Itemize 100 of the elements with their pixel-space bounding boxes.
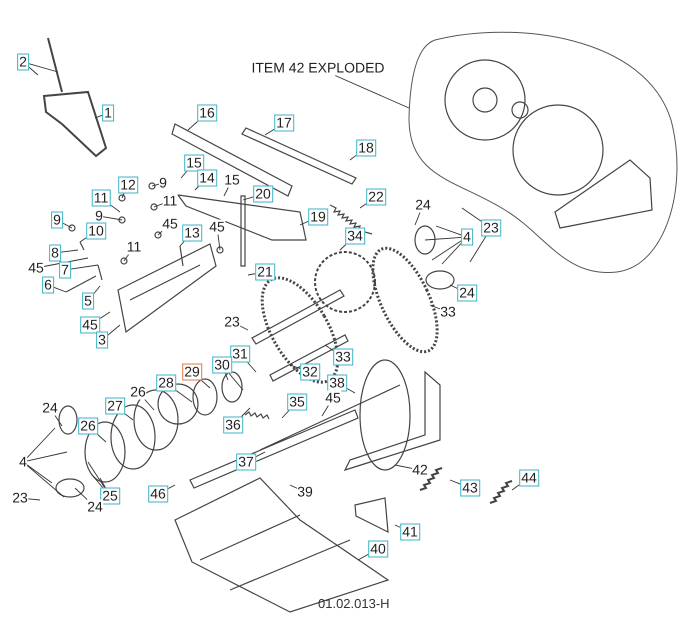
callout-number: 11 — [126, 240, 142, 254]
leader-line — [394, 524, 401, 528]
callout-number: 32 — [300, 364, 320, 380]
callout-number: 17 — [274, 114, 294, 132]
leader-line — [167, 484, 176, 490]
callout-number: 34 — [345, 228, 365, 244]
leader-line — [430, 304, 441, 310]
callout-number: 46 — [148, 486, 168, 502]
leader-line — [93, 286, 100, 294]
callout-number: 4 — [19, 454, 27, 470]
callout-number: 15 — [224, 172, 240, 188]
leader-line — [26, 452, 68, 462]
callout-number: 25 — [100, 488, 120, 504]
leader-line — [27, 498, 40, 500]
leader-line — [282, 410, 290, 418]
callout-number: 3 — [96, 332, 108, 348]
callout-number: 23 — [224, 314, 240, 330]
callout-number: 9 — [95, 208, 103, 224]
callout-number: 36 — [223, 416, 243, 434]
leader-line — [54, 415, 62, 426]
leader-line — [154, 203, 164, 208]
leader-line — [224, 373, 228, 380]
leader-line — [358, 554, 369, 560]
callout-number: 45 — [80, 316, 100, 334]
callout-number: 24 — [457, 284, 477, 302]
leader-line — [97, 434, 106, 442]
leader-line — [94, 114, 103, 118]
callout-number: 10 — [86, 222, 106, 240]
callout-number: 14 — [197, 170, 217, 186]
callout-number: 29 — [182, 364, 202, 380]
callout-number: 30 — [212, 356, 232, 374]
callout-number: 39 — [297, 484, 313, 500]
leader-line — [180, 241, 185, 246]
leader-line — [334, 75, 410, 108]
leader-line — [26, 464, 52, 484]
callout-number: 27 — [105, 398, 125, 414]
leader-line — [241, 408, 250, 417]
leader-line — [53, 286, 66, 292]
callout-number: 24 — [415, 198, 431, 212]
leader-line — [99, 312, 110, 320]
leader-line — [470, 236, 486, 262]
callout-number: 1 — [102, 104, 114, 122]
leader-line — [124, 413, 134, 420]
callout-number: 11 — [92, 190, 110, 206]
callout-number: 44 — [519, 470, 539, 486]
callout-number: 28 — [156, 374, 176, 392]
leader-line — [201, 380, 210, 388]
callout-number: 5 — [82, 292, 94, 310]
leader-line — [290, 484, 298, 489]
callout-number: 24 — [87, 500, 103, 514]
leader-line — [322, 405, 329, 416]
leader-line — [228, 373, 244, 390]
callout-number: 45 — [28, 260, 44, 276]
leader-line — [80, 237, 87, 242]
callout-number: 45 — [209, 220, 225, 234]
callout-number: 37 — [236, 454, 256, 470]
leader-line — [194, 186, 199, 190]
callout-number: 31 — [230, 346, 250, 362]
leader-line — [255, 452, 266, 458]
callout-number: 8 — [49, 244, 61, 262]
callout-number: 21 — [255, 264, 275, 280]
callout-number: 6 — [42, 276, 54, 294]
callout-number: 41 — [400, 524, 420, 540]
leader-line — [62, 222, 72, 228]
leader-line — [248, 273, 256, 276]
callout-number: 45 — [162, 216, 178, 232]
callout-number: 9 — [159, 176, 167, 190]
callout-number: 11 — [162, 194, 178, 208]
callout-number: 40 — [368, 540, 388, 558]
callout-number: 13 — [182, 224, 202, 242]
callout-number: 43 — [460, 480, 480, 496]
callout-number: 26 — [130, 384, 146, 400]
leader-line — [242, 196, 254, 200]
leader-line — [88, 462, 105, 488]
leader-line — [462, 208, 482, 222]
leader-line — [107, 324, 120, 336]
leader-line — [450, 480, 461, 485]
callout-number: 7 — [59, 262, 71, 278]
leader-line — [158, 230, 163, 236]
leader-line — [218, 234, 220, 250]
callout-number: 2 — [17, 54, 29, 70]
callout-number: 33 — [440, 304, 456, 320]
leader-line — [360, 203, 367, 208]
leader-line — [512, 484, 520, 490]
callout-number: 22 — [366, 188, 386, 206]
leader-line — [436, 226, 462, 236]
callout-number: 23 — [12, 490, 28, 506]
leader-line — [124, 254, 130, 262]
callout-number: 33 — [333, 348, 353, 366]
leader-line — [122, 193, 125, 198]
leader-line — [100, 478, 106, 488]
leader-line — [70, 264, 98, 270]
leader-line — [432, 240, 462, 260]
leader-line — [144, 399, 154, 410]
leader-line — [300, 220, 309, 226]
leader-line — [264, 128, 275, 136]
callout-text: ITEM 42 EXPLODED — [251, 60, 385, 76]
callout-number: 9 — [51, 212, 63, 228]
callout-number: 20 — [253, 186, 273, 202]
callout-number: 23 — [481, 220, 501, 236]
